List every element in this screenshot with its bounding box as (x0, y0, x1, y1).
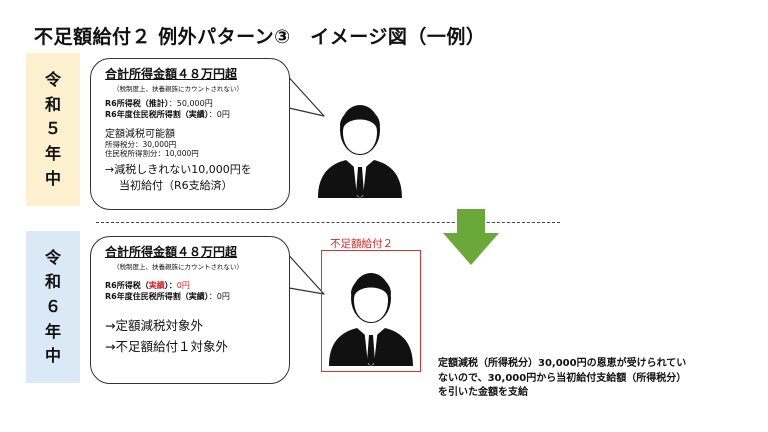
page-title: 不足額給付２ 例外パターン③ イメージ図（一例） (34, 26, 486, 48)
explanation-line: を引いた金額を支給 (438, 387, 528, 398)
speech-bubble-r5: 合計所得金額４８万円超 （税制度上、扶養親族にカウントされない） R6所得税（推… (90, 58, 290, 210)
year-char: ５ (44, 119, 61, 139)
result-line: →不足額給付１対象外 (105, 338, 228, 354)
year-label-r6: 令 和 ６ 年 中 (26, 231, 80, 383)
year-char: 令 (44, 69, 61, 89)
year-char: ６ (44, 296, 61, 316)
down-arrow-icon (443, 209, 499, 265)
income-share-line: 所得税分：30,000円 (105, 139, 177, 149)
dependent-note: （税制度上、扶養親族にカウントされない） (113, 85, 243, 93)
result-line: 当初給付（R6支給済） (119, 179, 233, 193)
income-heading: 合計所得金額４８万円超 (105, 245, 238, 259)
person-icon (318, 105, 402, 198)
dependent-note: （税制度上、扶養親族にカウントされない） (113, 263, 243, 271)
year-char: 中 (44, 169, 61, 189)
year-char: 中 (44, 346, 61, 366)
year-char: 令 (44, 247, 61, 267)
resident-tax-line: R6年度住民税所得割（実績）：0円 (105, 291, 230, 301)
year-label-r5: 令 和 ５ 年 中 (26, 53, 80, 206)
highlight-frame (321, 250, 421, 372)
year-char: 和 (44, 94, 61, 114)
redbox-label: 不足額給付２ (330, 238, 393, 250)
income-heading: 合計所得金額４８万円超 (105, 67, 238, 81)
person-icon (329, 273, 413, 366)
fixed-deduction-heading: 定額減税可能額 (105, 128, 175, 140)
year-char: 年 (44, 321, 61, 341)
explanation-line: 定額減税（所得税分）30,000円の恩恵が受けられてい (438, 358, 687, 369)
resident-share-line: 住民税所得割分：10,000円 (105, 149, 199, 159)
income-tax-line: R6所得税（推計）：50,000円 (105, 99, 213, 108)
year-char: 和 (44, 272, 61, 292)
year-char: 年 (44, 144, 61, 164)
resident-tax-line: R6年度住民税所得割（実績）：0円 (105, 109, 230, 119)
income-tax-line: R6所得税（実績）：0円 (105, 281, 190, 290)
section-divider (96, 222, 560, 223)
explanation-line: ないので、30,000円から当初給付支給額（所得税分） (438, 372, 687, 384)
explanation-text: 定額減税（所得税分）30,000円の恩恵が受けられてい ないので、30,000円… (438, 357, 686, 401)
speech-bubble-r6: 合計所得金額４８万円超 （税制度上、扶養親族にカウントされない） R6所得税（実… (90, 236, 290, 384)
result-line: →定額減税対象外 (105, 317, 203, 333)
result-line: →減税しきれない10,000円を (105, 163, 252, 177)
